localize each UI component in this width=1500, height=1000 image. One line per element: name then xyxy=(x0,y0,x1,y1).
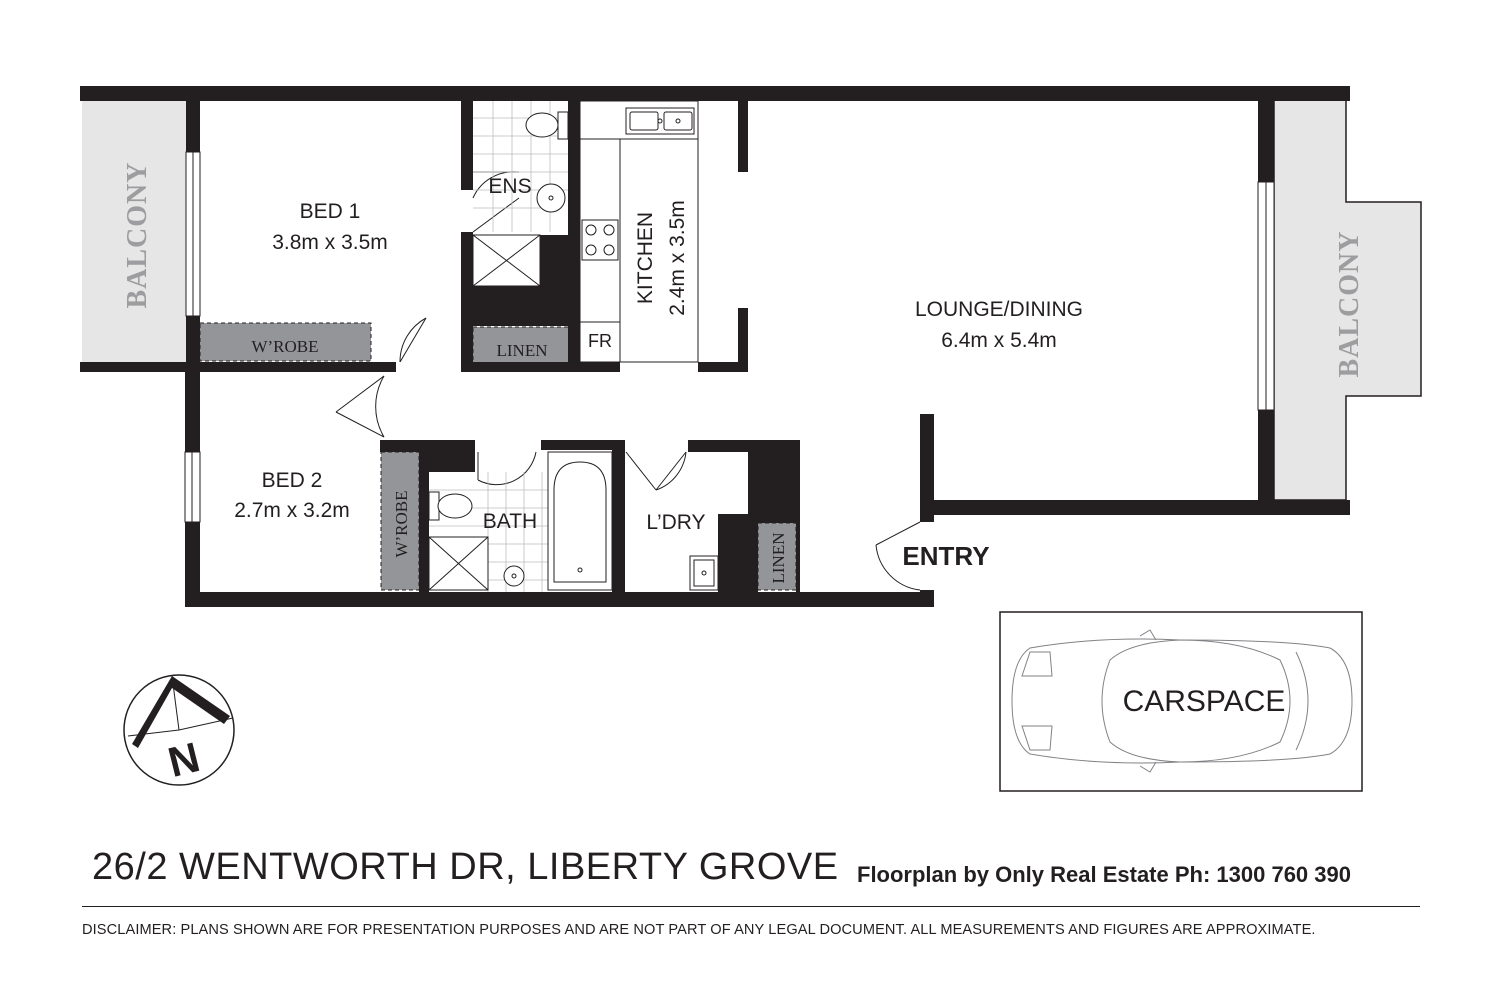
fridge-label: FR xyxy=(588,331,612,351)
carspace: CARSPACE xyxy=(999,611,1363,792)
linen1-label: LINEN xyxy=(497,341,548,360)
wrobe-bed2 xyxy=(380,451,420,591)
lounge-size: 6.4m x 5.4m xyxy=(941,329,1057,352)
kitchen-fixtures xyxy=(579,100,699,363)
ensuite-label: ENS xyxy=(488,175,531,198)
ensuite-shower xyxy=(472,234,541,287)
car-icon xyxy=(1011,629,1353,773)
windows xyxy=(184,151,1275,523)
linen2-label: LINEN xyxy=(769,533,788,584)
wrobe2-label: W’ROBE xyxy=(392,490,411,557)
bath-fixtures xyxy=(428,451,719,591)
footer-divider xyxy=(82,906,1420,907)
kitchen-label: KITCHEN xyxy=(634,212,657,304)
bed2-label: BED 2 xyxy=(262,469,323,492)
entry-label: ENTRY xyxy=(902,541,989,571)
balcony-east-label: BALCONY xyxy=(1334,230,1365,377)
property-address: 26/2 WENTWORTH DR, LIBERTY GROVE xyxy=(92,846,839,888)
bed1-label: BED 1 xyxy=(300,200,361,223)
bed2-size: 2.7m x 3.2m xyxy=(234,499,350,522)
linen-2 xyxy=(757,522,797,591)
north-compass-icon: N xyxy=(123,674,235,786)
carspace-label: CARSPACE xyxy=(1123,685,1286,718)
laundry-label: L’DRY xyxy=(646,511,705,534)
floorplan-credit: Floorplan by Only Real Estate Ph: 1300 7… xyxy=(857,862,1351,887)
lounge-label: LOUNGE/DINING xyxy=(915,298,1083,321)
kitchen-size: 2.4m x 3.5m xyxy=(666,200,689,316)
disclaimer-text: DISCLAIMER: PLANS SHOWN ARE FOR PRESENTA… xyxy=(82,922,1316,938)
bed1-size: 3.8m x 3.5m xyxy=(272,231,388,254)
walls xyxy=(80,86,1350,607)
wrobe-bed1 xyxy=(199,322,372,362)
bath-label: BATH xyxy=(483,510,537,533)
balcony-west-label: BALCONY xyxy=(122,161,153,308)
ensuite-toilet xyxy=(525,111,569,213)
balcony-west xyxy=(82,100,186,362)
wrobe1-label: W’ROBE xyxy=(251,337,318,356)
